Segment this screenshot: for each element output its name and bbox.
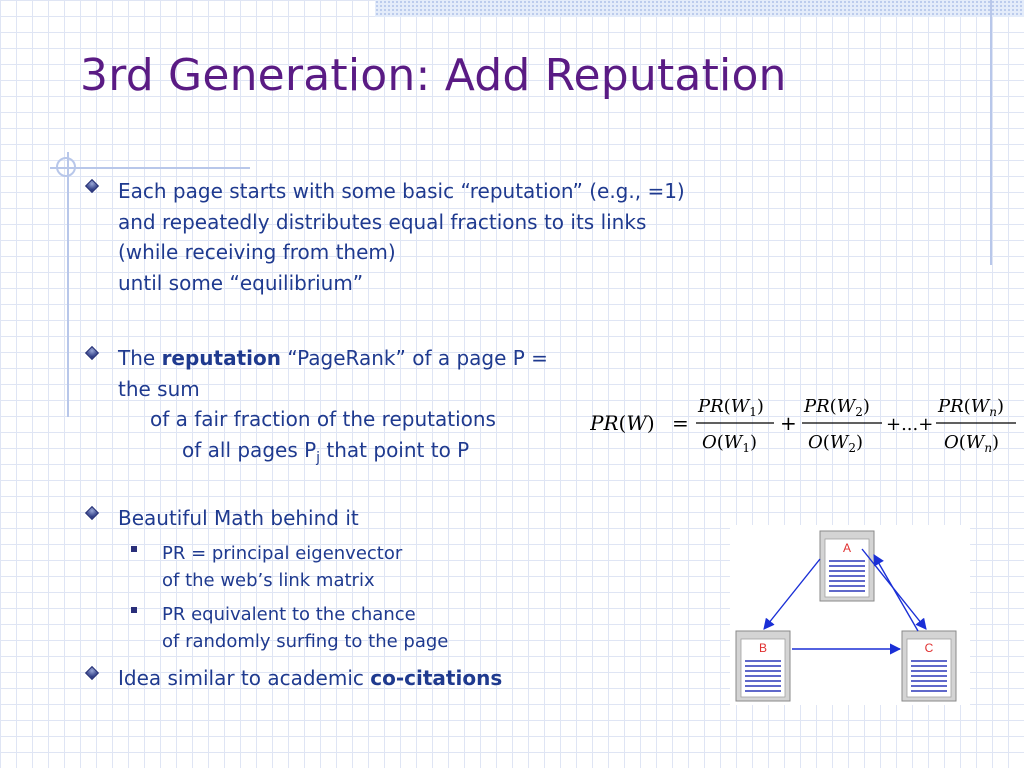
subscript-j: j [316, 449, 321, 466]
bullet-text-line: of all pages Pj that point to P [118, 435, 548, 474]
fraction-1-numerator: PR(W1) [697, 396, 764, 419]
sub-bullet-text-line: of randomly surfing to the page [162, 631, 449, 652]
bullet-text-line: The reputation “PageRank” of a page P = [118, 343, 548, 374]
bullet-pagerank-definition: The reputation “PageRank” of a page P = … [84, 343, 548, 474]
decorative-vertical-line-left [67, 152, 69, 417]
sub-bullet-text-line: of the web’s link matrix [162, 570, 375, 591]
sub-bullet-text-line: PR equivalent to the chance [162, 604, 416, 625]
bullet-text-line: and repeatedly distributes equal fractio… [118, 209, 647, 234]
page-node-b: B [735, 630, 791, 702]
square-bullet-icon [131, 546, 137, 552]
diamond-bullet-icon [84, 505, 100, 521]
text-part: Idea similar to academic [118, 666, 371, 690]
bullet-beautiful-math: Beautiful Math behind it [84, 503, 359, 534]
diamond-bullet-icon [84, 665, 100, 681]
pagerank-formula: PR(W) = PR(W1) O(W1) + PR(W2) O(W2) +...… [590, 396, 1016, 455]
decorative-circle [56, 157, 76, 177]
formula-lhs: PR(W) [590, 411, 655, 435]
bullet-text-line: of a fair fraction of the reputations [150, 407, 496, 431]
bold-term-reputation: reputation [161, 346, 281, 370]
text-part: that point to P [320, 437, 470, 462]
text-part: “PageRank” of a page P = [281, 346, 548, 370]
decorative-horizontal-line [50, 167, 250, 169]
fraction-n-denominator: O(Wn) [944, 432, 999, 455]
node-label-c: C [925, 641, 934, 655]
link-arrow-a-to-b [763, 558, 821, 630]
sub-bullet-eigenvector: PR = principal eigenvector of the web’s … [131, 540, 403, 594]
fraction-n-numerator: PR(Wn) [937, 396, 1004, 419]
text-part: of all pages P [182, 437, 317, 462]
fraction-2-denominator: O(W2) [808, 432, 863, 455]
page-node-c: C [901, 630, 957, 702]
diamond-bullet-icon [84, 345, 100, 361]
node-label-a: A [843, 541, 851, 555]
square-bullet-icon [131, 607, 137, 613]
bullet-reputation-intro: Each page starts with some basic “reputa… [84, 176, 685, 298]
decorative-vertical-line-right [990, 0, 992, 265]
text-part: The [118, 346, 162, 370]
slide-title: 3rd Generation: Add Reputation [80, 50, 787, 101]
fraction-1-denominator: O(W1) [702, 432, 757, 455]
formula-equals: = [672, 411, 689, 435]
link-arrow-c-to-a [873, 554, 919, 632]
link-diagram: A B C [730, 525, 970, 705]
diamond-bullet-icon [84, 178, 100, 194]
formula-ellipsis: +...+ [886, 414, 933, 435]
bold-term-co-citations: co-citations [370, 666, 503, 690]
sub-bullet-text-line: PR = principal eigenvector [162, 543, 403, 564]
formula-plus: + [780, 411, 797, 435]
sub-bullet-random-surfing: PR equivalent to the chance of randomly … [131, 601, 449, 655]
bullet-text-line: Beautiful Math behind it [118, 506, 359, 530]
bullet-text-line: until some “equilibrium” [118, 270, 364, 295]
bullet-text-line: Idea similar to academic co-citations [118, 663, 502, 694]
node-label-b: B [759, 641, 767, 655]
fraction-2-numerator: PR(W2) [803, 396, 870, 419]
page-node-a: A [819, 530, 875, 602]
bullet-text-line: (while receiving from them) [118, 240, 396, 264]
top-decorative-band [375, 0, 1024, 17]
bullet-co-citations: Idea similar to academic co-citations [84, 663, 502, 694]
bullet-text-line: the sum [118, 376, 200, 401]
bullet-text-line: Each page starts with some basic “reputa… [118, 179, 685, 203]
